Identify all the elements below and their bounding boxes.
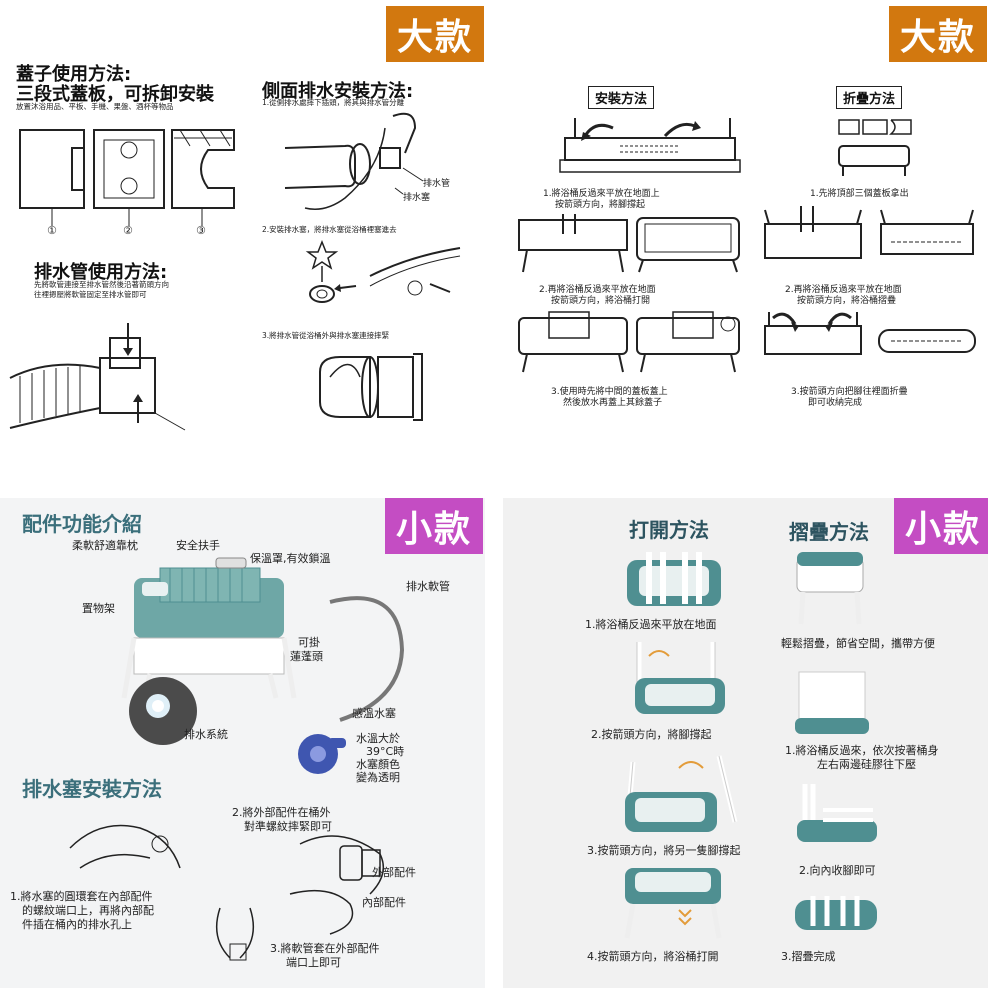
label-hose: 排水軟管 [406, 580, 450, 593]
fold-step-3a: 3.按箭頭方向把腳往裡面折疊 [791, 387, 908, 397]
side-step-1-drawing [284, 112, 424, 210]
lid-num-1: ① [47, 224, 57, 237]
hose-drawing [329, 596, 405, 722]
open-step-4-drawing [624, 868, 722, 939]
install-step-3a: 3.使用時先將中間的蓋板蓋上 [551, 387, 668, 397]
panel-large-install-fold: 大款 安裝方法 折疊方法 1.將浴桶反過來平放在地面上 按箭頭方向，將腳撐起 2… [503, 0, 988, 478]
fold-step-1-drawing [795, 671, 869, 734]
label-shelf: 置物架 [82, 602, 115, 615]
install-title: 安裝方法 [588, 86, 655, 109]
drain-system-drawing [129, 677, 197, 745]
fold-step-1a: 1.將浴桶反過來，依次按著桶身 [785, 744, 939, 757]
fold-step-1: 1.先將頂部三個蓋板拿出 [810, 189, 909, 199]
plug-step-1c: 件插在桶內的排水孔上 [22, 918, 132, 931]
plug-step-1b: 的螺紋端口上，再將內部配 [22, 904, 154, 917]
panel-small-open-fold: 小款 打開方法 摺疊方法 1.將浴桶反過來平放在地面 2.按箭頭方向，將腳撐起 … [503, 498, 988, 988]
label-pillow: 柔軟舒適靠枕 [72, 539, 138, 552]
label-cover: 保溫罩,有效鎖溫 [250, 552, 331, 565]
drain-pipe-title: 排水管使用方法: [34, 262, 168, 283]
temp-text-3: 水塞顏色 [356, 758, 400, 771]
side-step-3-drawing [319, 353, 423, 421]
temp-text-1: 水溫大於 [356, 732, 400, 745]
plug-step-3b: 端口上即可 [286, 956, 341, 969]
install-step-2b: 按箭頭方向，將浴桶打開 [551, 296, 651, 306]
fold-step-1b: 左右兩邊硅膠往下壓 [817, 758, 916, 771]
side-drain-title: 側面排水安裝方法: [262, 81, 414, 102]
fold-step-2-drawing [797, 784, 877, 842]
open-step-3-drawing [625, 755, 738, 832]
side-step-3: 3.將排水管從浴桶外與排水塞連接摔緊 [262, 331, 390, 340]
label-outer-part: 外部配件 [372, 866, 416, 879]
side-step-2: 2.安裝排水塞，將排水塞從浴桶裡塞進去 [262, 225, 397, 234]
panel-large-lid-drain: 大款 蓋子使用方法: 三段式蓋板，可拆卸安裝 放置沐浴用品、平板、手機、果盤、酒… [0, 0, 485, 478]
fold-step-1-drawing [838, 119, 912, 176]
side-step-2-drawing [305, 239, 461, 303]
install-step-1-drawing [559, 118, 741, 173]
fold-method-title: 摺疊方法 [789, 520, 869, 544]
fold-step-a-drawing [796, 552, 864, 625]
temp-text-2: 39°C時 [366, 745, 405, 758]
install-step-3b: 然後放水再蓋上其餘蓋子 [563, 398, 663, 408]
large-badge-2: 大款 [889, 6, 987, 62]
label-shower-1: 可掛 [298, 636, 320, 649]
small-tub-drawing [121, 557, 297, 699]
plug-step-2b: 對準螺紋摔緊即可 [244, 820, 332, 833]
open-step-2-drawing [635, 642, 725, 714]
fold-step-3-drawing [795, 896, 877, 930]
plug-step-1-drawing [69, 824, 181, 869]
lid-num-3: ③ [196, 224, 206, 237]
open-step-1-drawing [627, 552, 721, 606]
temp-text-4: 變為透明 [356, 771, 400, 784]
label-shower-2: 蓮蓬頭 [290, 650, 323, 663]
open-step-4: 4.按箭頭方向，將浴桶打開 [587, 950, 719, 963]
fold-step-3: 3.摺疊完成 [781, 950, 836, 963]
label-sensor: 感溫水塞 [352, 707, 396, 720]
open-step-2: 2.按箭頭方向，將腳撐起 [591, 728, 712, 741]
large-badge: 大款 [386, 6, 484, 62]
label-inner-part: 內部配件 [362, 896, 406, 909]
fold-step-2: 2.向內收腳即可 [799, 864, 876, 877]
plug-step-2-drawing [289, 835, 385, 935]
plug-step-3a: 3.將軟管套在外部配件 [270, 942, 380, 955]
small-badge-2: 小款 [894, 498, 988, 554]
open-step-1: 1.將浴桶反過來平放在地面 [585, 618, 717, 631]
fold-step-3b: 即可收納完成 [808, 398, 863, 408]
fold-step-2-drawing [764, 206, 974, 259]
install-step-2-drawing [518, 214, 740, 273]
label-drain-system: 排水系統 [184, 728, 228, 741]
label-handle: 安全扶手 [176, 539, 220, 552]
accessories-title: 配件功能介紹 [22, 512, 142, 536]
open-step-3: 3.按箭頭方向，將另一隻腳撐起 [587, 844, 741, 857]
open-title: 打開方法 [629, 518, 709, 542]
drain-pipe-drawing [9, 323, 186, 431]
lid-note: 放置沐浴用品、平板、手機、果盤、酒杯等物品 [16, 102, 174, 111]
plug-step-2a: 2.將外部配件在桶外 [232, 806, 331, 819]
label-drain-plug: 排水塞 [403, 193, 431, 203]
label-drain-pipe: 排水管 [423, 179, 451, 189]
install-step-2a: 2.再將浴桶反過來平放在地面 [539, 285, 656, 295]
fold-step-2a: 2.再將浴桶反過來平放在地面 [785, 285, 902, 295]
sensor-plug-drawing [298, 734, 346, 774]
plug-step-1a: 1.將水塞的圓環套在內部配件 [10, 890, 153, 903]
lid-num-2: ② [123, 224, 133, 237]
lid-subtitle: 三段式蓋板，可拆卸安裝 [16, 84, 214, 105]
install-step-3-drawing [518, 311, 740, 373]
plug-step-3-drawing [215, 907, 255, 961]
fold-title: 折疊方法 [836, 86, 903, 109]
drain-pipe-note-2: 往裡摁壓將軟管固定至排水管即可 [34, 290, 147, 299]
lid-title: 蓋子使用方法: [16, 64, 132, 85]
fold-step-2b: 按箭頭方向，將浴桶摺疊 [797, 296, 897, 306]
side-step-1: 1.從側排水處摔下插頭，將其與排水管分離 [262, 98, 405, 107]
install-step-1b: 按箭頭方向，將腳撐起 [555, 200, 646, 210]
install-step-1a: 1.將浴桶反過來平放在地面上 [543, 189, 660, 199]
panel-small-accessories: 小款 配件功能介紹 柔軟舒適靠枕 安全扶手 保溫罩,有效鎖溫 排水軟管 置物架 … [0, 498, 485, 988]
fold-step-3-drawing [764, 312, 976, 355]
drain-pipe-note-1: 先將軟管連接至排水管然後沿著箭頭方向 [34, 280, 169, 289]
fold-note: 輕鬆摺疊，節省空間，攜帶方便 [781, 637, 935, 650]
lid-drawing [19, 129, 235, 226]
small-badge: 小款 [385, 498, 483, 554]
plug-install-title: 排水塞安裝方法 [22, 777, 162, 801]
